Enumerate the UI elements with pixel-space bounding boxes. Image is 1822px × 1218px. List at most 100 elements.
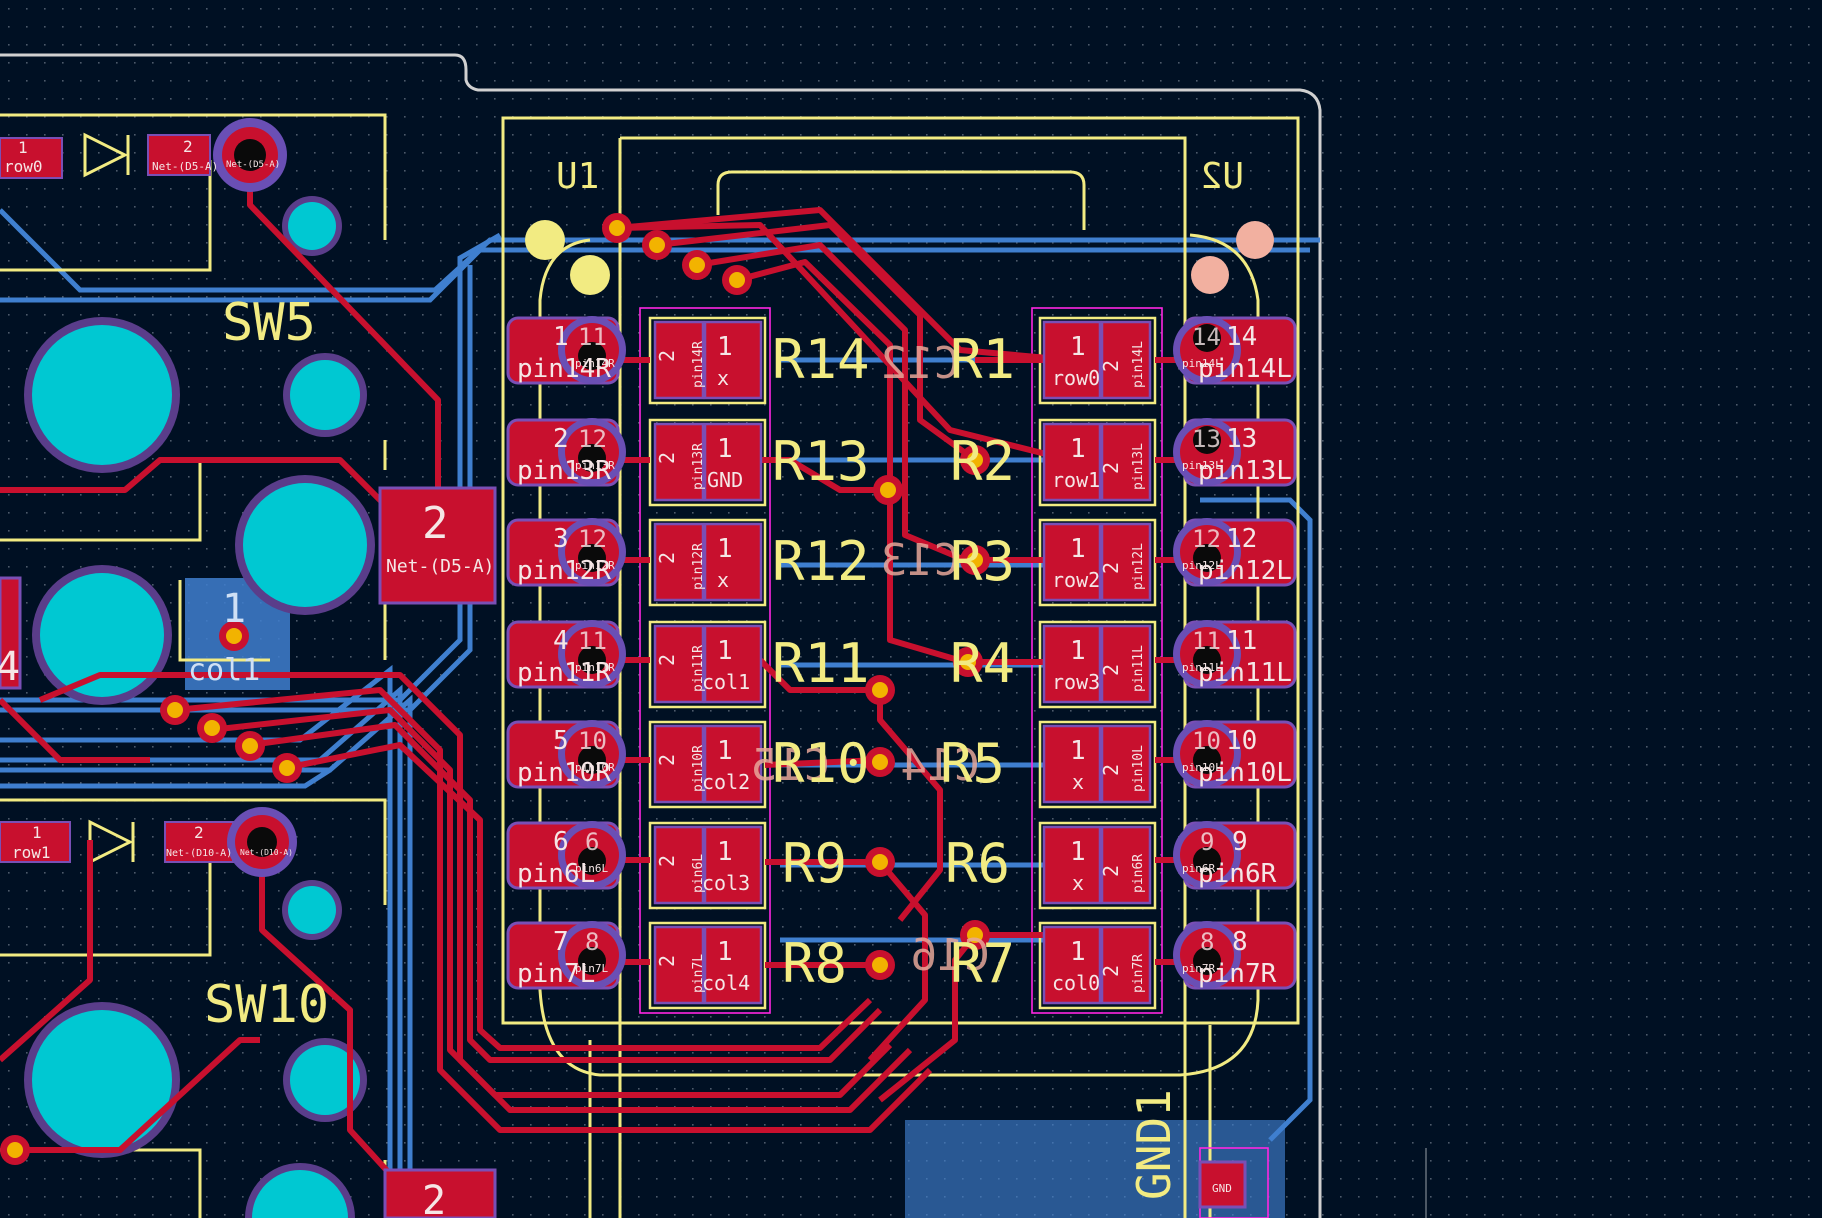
svg-text:2: 2 — [1099, 764, 1123, 776]
svg-text:R2: R2 — [950, 430, 1015, 493]
diode-pad-net: Net-(D5-A) — [152, 160, 218, 173]
svg-text:x: x — [717, 568, 729, 592]
svg-text:pin13R: pin13R — [517, 456, 611, 486]
svg-text:2: 2 — [655, 955, 679, 967]
switch-reference: SW5 — [222, 293, 316, 353]
svg-text:R10: R10 — [772, 732, 870, 795]
svg-text:pin14R: pin14R — [575, 357, 615, 370]
diode-pad-number: 1 — [32, 823, 42, 842]
svg-text:4: 4 — [553, 626, 569, 656]
svg-text:2: 2 — [655, 350, 679, 362]
svg-text:pin11R: pin11R — [517, 658, 611, 688]
svg-text:pin6R: pin6R — [1131, 854, 1146, 893]
svg-text:pin7R: pin7R — [1131, 954, 1146, 993]
svg-text:1: 1 — [717, 636, 733, 666]
svg-text:row2: row2 — [1052, 568, 1100, 592]
switch-pad-number: 1 — [222, 586, 246, 632]
svg-text:pin10R: pin10R — [575, 761, 615, 774]
svg-text:2: 2 — [1099, 562, 1123, 574]
svg-text:pin14L: pin14L — [1131, 341, 1146, 388]
diode-pad-net: row1 — [12, 843, 51, 862]
svg-text:pin12L: pin12L — [1182, 559, 1222, 572]
svg-text:2: 2 — [655, 855, 679, 867]
svg-text:pin10L: pin10L — [1182, 761, 1222, 774]
svg-text:R6: R6 — [945, 832, 1010, 895]
svg-text:pin14R: pin14R — [517, 354, 611, 384]
svg-text:11: 11 — [578, 627, 607, 655]
via-net-label: Net-(D5-A) — [226, 160, 280, 170]
svg-text:pin6L: pin6L — [517, 859, 595, 889]
svg-text:pin14R: pin14R — [691, 341, 706, 388]
svg-text:12: 12 — [578, 425, 607, 453]
svg-text:pin13L: pin13L — [1198, 456, 1292, 486]
svg-text:2: 2 — [655, 452, 679, 464]
left-resistor: R12 1x 2 pin12R — [655, 530, 870, 593]
back-silk-labels: C12 C13 C14 C15 C16 — [751, 338, 990, 981]
svg-text:1: 1 — [717, 736, 733, 766]
svg-text:pin7L: pin7L — [691, 954, 706, 993]
svg-text:14: 14 — [1226, 322, 1257, 352]
svg-text:col1: col1 — [702, 670, 750, 694]
right-resistor: R6 1x 2 pin6R — [945, 832, 1146, 895]
svg-text:8: 8 — [585, 928, 599, 956]
svg-text:9: 9 — [1200, 828, 1214, 856]
svg-text:pin11R: pin11R — [691, 645, 706, 692]
mcu-reference-right: U2 — [1201, 156, 1244, 197]
svg-text:pin12R: pin12R — [517, 556, 611, 586]
svg-text:14: 14 — [1192, 323, 1221, 351]
svg-text:pin12L: pin12L — [1131, 543, 1146, 590]
svg-text:pin10R: pin10R — [517, 758, 611, 788]
svg-text:1: 1 — [717, 937, 733, 967]
svg-text:R1: R1 — [950, 328, 1015, 391]
fiducial-marks — [525, 220, 1274, 295]
vias — [0, 213, 990, 1165]
svg-text:1: 1 — [717, 837, 733, 867]
svg-text:col3: col3 — [702, 871, 750, 895]
diode-pads — [0, 118, 297, 877]
svg-text:pin7R: pin7R — [1198, 959, 1277, 989]
back-label: C12 — [881, 338, 960, 389]
svg-text:pin10L: pin10L — [1198, 758, 1292, 788]
svg-text:11: 11 — [578, 323, 607, 351]
svg-text:1: 1 — [1070, 636, 1086, 666]
svg-text:pin7L: pin7L — [575, 962, 608, 975]
svg-text:9: 9 — [1232, 827, 1248, 857]
svg-text:13: 13 — [1192, 425, 1221, 453]
svg-text:12: 12 — [1192, 525, 1221, 553]
svg-text:2: 2 — [1099, 965, 1123, 977]
svg-text:1: 1 — [1070, 434, 1086, 464]
svg-text:5: 5 — [553, 726, 569, 756]
svg-text:R8: R8 — [782, 932, 847, 995]
switch-reference: SW10 — [204, 975, 329, 1035]
back-label: C14 — [901, 740, 980, 791]
switch-pads — [0, 486, 1247, 1218]
svg-text:pin11L: pin11L — [1198, 658, 1292, 688]
svg-text:1: 1 — [1070, 937, 1086, 967]
svg-text:1: 1 — [1070, 534, 1086, 564]
svg-text:1: 1 — [717, 332, 733, 362]
front-copper-traces — [0, 155, 1190, 1218]
svg-text:2: 2 — [1099, 462, 1123, 474]
switch-pad-number: 4 — [0, 644, 20, 690]
switch-pad-net: Net-(D5-A) — [386, 556, 494, 577]
svg-text:2: 2 — [655, 754, 679, 766]
